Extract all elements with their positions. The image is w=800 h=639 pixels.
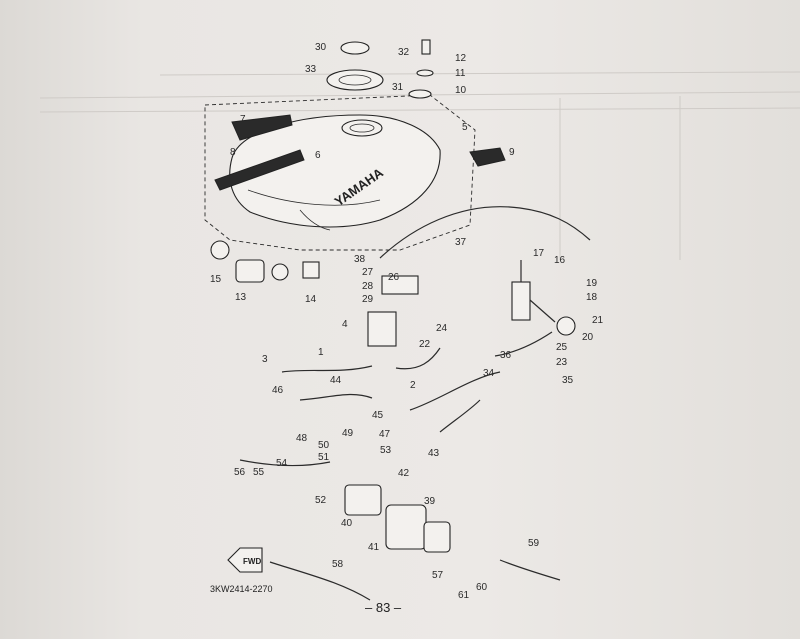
callout-11: 11 bbox=[455, 68, 466, 79]
hose-34 bbox=[409, 371, 501, 411]
bracket bbox=[469, 147, 506, 167]
hose-54 bbox=[239, 459, 331, 467]
callout-25: 25 bbox=[556, 342, 568, 353]
tank-emblem-stripe bbox=[214, 149, 305, 191]
callout-12: 12 bbox=[455, 53, 467, 64]
callout-32: 32 bbox=[398, 47, 410, 58]
callout-36: 36 bbox=[500, 350, 512, 361]
callout-57: 57 bbox=[432, 570, 444, 581]
callout-4: 4 bbox=[342, 319, 348, 330]
callout-42: 42 bbox=[398, 468, 410, 479]
callout-51: 51 bbox=[318, 452, 330, 463]
callout-21: 21 bbox=[592, 315, 604, 326]
callout-16: 16 bbox=[554, 255, 566, 266]
callout-45: 45 bbox=[372, 410, 384, 421]
callout-61: 61 bbox=[458, 590, 470, 601]
fuel-cock bbox=[511, 260, 576, 336]
callout-40: 40 bbox=[341, 518, 353, 529]
callout-2: 2 bbox=[410, 380, 416, 391]
callout-37: 37 bbox=[455, 237, 467, 248]
callout-44: 44 bbox=[330, 375, 342, 386]
hose-59 bbox=[499, 559, 561, 581]
callout-19: 19 bbox=[586, 278, 598, 289]
callout-38: 38 bbox=[354, 254, 366, 265]
callout-18: 18 bbox=[586, 292, 598, 303]
callout-29: 29 bbox=[362, 294, 374, 305]
callout-14: 14 bbox=[305, 294, 317, 305]
callout-34: 34 bbox=[483, 368, 495, 379]
callout-22: 22 bbox=[419, 339, 431, 350]
callout-24: 24 bbox=[436, 323, 448, 334]
hose-25 bbox=[439, 399, 481, 433]
callout-39: 39 bbox=[424, 496, 436, 507]
tank-assembly-boundary bbox=[204, 94, 476, 251]
callout-47: 47 bbox=[379, 429, 391, 440]
callout-48: 48 bbox=[296, 433, 308, 444]
callout-3: 3 bbox=[262, 354, 268, 365]
callout-56: 56 bbox=[234, 467, 246, 478]
callout-7: 7 bbox=[240, 114, 246, 125]
callout-53: 53 bbox=[380, 445, 392, 456]
callout-46: 46 bbox=[272, 385, 284, 396]
filter-assembly-left bbox=[210, 240, 320, 283]
callout-41: 41 bbox=[368, 542, 380, 553]
hose-58 bbox=[269, 561, 371, 601]
callout-52: 52 bbox=[315, 495, 327, 506]
callout-8: 8 bbox=[230, 147, 236, 158]
callout-55: 55 bbox=[253, 467, 265, 478]
callout-13: 13 bbox=[235, 292, 247, 303]
callout-35: 35 bbox=[562, 375, 574, 386]
callout-58: 58 bbox=[332, 559, 344, 570]
callout-15: 15 bbox=[210, 274, 222, 285]
callout-17: 17 bbox=[533, 248, 545, 259]
callout-23: 23 bbox=[556, 357, 568, 368]
hose-37 bbox=[379, 206, 591, 259]
callout-6: 6 bbox=[315, 150, 321, 161]
fuel-cap-parts bbox=[326, 39, 434, 99]
fuel-tank: YAMAHA bbox=[214, 114, 441, 231]
callout-30: 30 bbox=[315, 42, 327, 53]
drawing-code: 3KW2414-2270 bbox=[210, 584, 273, 594]
hose-1 bbox=[281, 365, 373, 373]
callout-54: 54 bbox=[276, 458, 288, 469]
tank-stripe bbox=[231, 114, 293, 141]
callout-33: 33 bbox=[305, 64, 317, 75]
fuel-pump bbox=[367, 275, 419, 347]
callout-27: 27 bbox=[362, 267, 374, 278]
fwd-label: FWD bbox=[243, 557, 261, 566]
callout-10: 10 bbox=[455, 85, 467, 96]
callout-60: 60 bbox=[476, 582, 488, 593]
callout-43: 43 bbox=[428, 448, 440, 459]
callout-9: 9 bbox=[509, 147, 515, 158]
callout-1: 1 bbox=[318, 347, 324, 358]
callout-28: 28 bbox=[362, 281, 374, 292]
forward-direction-arrow: FWD bbox=[227, 547, 263, 573]
callout-59: 59 bbox=[528, 538, 540, 549]
callout-5: 5 bbox=[462, 122, 468, 133]
hose-44 bbox=[299, 393, 373, 401]
charcoal-canister bbox=[344, 484, 451, 553]
hose-2 bbox=[395, 347, 441, 370]
hose-23 bbox=[494, 331, 553, 357]
callout-49: 49 bbox=[342, 428, 354, 439]
callout-31: 31 bbox=[392, 82, 404, 93]
page-number: – 83 – bbox=[365, 600, 402, 615]
callout-26: 26 bbox=[388, 272, 400, 283]
callout-50: 50 bbox=[318, 440, 330, 451]
callout-20: 20 bbox=[582, 332, 594, 343]
